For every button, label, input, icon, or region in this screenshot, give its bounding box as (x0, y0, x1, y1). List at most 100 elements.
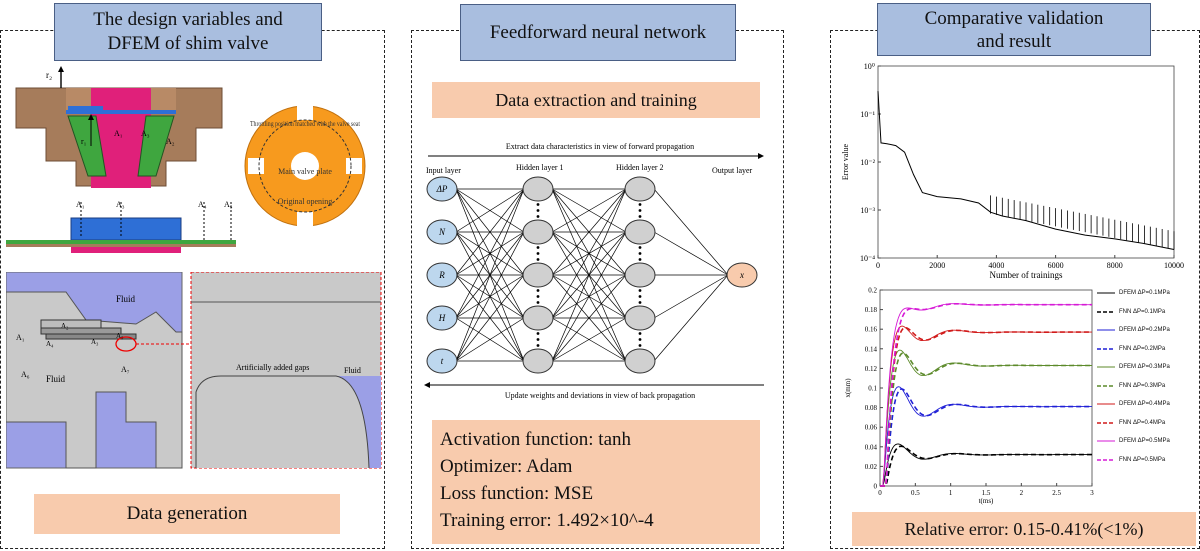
fem-label-a6: A₆ (21, 370, 30, 379)
input-node (426, 348, 458, 374)
fem-label-fluid-left: Fluid (46, 374, 66, 384)
panel1-title: The design variables and DFEM of shim va… (54, 3, 322, 61)
nn-edge (653, 231, 729, 276)
panel3-title-line2: and result (976, 30, 1052, 52)
response-series-line (880, 326, 1092, 487)
hidden1-node (522, 219, 554, 245)
ellipsis-dot (536, 246, 540, 249)
hidden1-node (522, 262, 554, 288)
panel2-title: Feedforward neural network (460, 4, 736, 61)
response-y-tick-label: 0.16 (865, 326, 878, 334)
data-generation-text: Data generation (126, 503, 248, 524)
info-training-error: Training error: 1.492×10^-4 (440, 510, 654, 531)
panel3-title-line1: Comparative validation (924, 7, 1104, 29)
hidden1-node (522, 176, 554, 202)
legend-swatch (1097, 310, 1115, 313)
ellipsis-dot (638, 332, 642, 335)
forward-caption: Extract data characteristics in view of … (506, 142, 694, 151)
response-x-tick-label: 0.5 (911, 489, 920, 497)
error-x-tick-label: 2000 (929, 261, 945, 270)
legend-label: FNN ΔP=0.2MPa (1119, 345, 1166, 352)
ellipsis-dot (638, 252, 642, 255)
response-y-tick-label: 0.06 (865, 424, 878, 432)
ellipsis-dot (536, 295, 540, 298)
response-x-tick-label: 1.5 (982, 489, 991, 497)
nn-edge (551, 317, 627, 362)
nn-edge (455, 274, 525, 362)
legend-swatch (1097, 421, 1115, 424)
ellipsis-dot (536, 215, 540, 218)
ellipsis-dot (638, 215, 642, 218)
legend-entry: FNN ΔP=0.4MPa (1096, 420, 1165, 426)
nn-edge (551, 274, 627, 362)
label-a1: A₁ (114, 129, 123, 138)
legend-label: DFEM ΔP=0.3MPa (1119, 364, 1170, 370)
label-a3: A₃ (141, 129, 150, 138)
ellipsis-dot (638, 301, 642, 304)
legend-swatch (1097, 329, 1115, 331)
error-x-tick-label: 6000 (1048, 261, 1064, 270)
legend-swatch (1097, 347, 1115, 350)
legend-swatch (1097, 292, 1115, 294)
response-y-tick-label: 0.18 (865, 306, 878, 314)
ellipsis-dot (536, 301, 540, 304)
ellipsis-dot (536, 332, 540, 335)
panel1-data-generation-label: Data generation (34, 494, 340, 534)
legend-entry: FNN ΔP=0.1MPa (1096, 309, 1165, 315)
relative-error-text: Relative error: 0.15-0.41%(<1%) (904, 519, 1144, 539)
input-node (426, 262, 458, 288)
fem-label-a2: A₂ (61, 322, 69, 330)
error-y-tick-label: 10⁻² (860, 158, 875, 167)
response-plot-area (879, 289, 1093, 487)
ellipsis-dot (536, 203, 540, 206)
response-y-tick-label: 0 (874, 483, 878, 491)
fem-label-fluid-top: Fluid (116, 294, 136, 304)
legend-entry: FNN ΔP=0.3MPa (1096, 383, 1165, 389)
error-series-line (877, 91, 1175, 250)
nn-edge (653, 274, 729, 362)
input-node (426, 176, 458, 202)
fem-label-a7: A₇ (121, 365, 130, 374)
response-x-tick-label: 2.5 (1052, 489, 1061, 497)
legend-label: DFEM ΔP=0.4MPa (1119, 401, 1170, 407)
error-y-tick-label: 10⁻³ (860, 206, 875, 215)
legend-label: FNN ΔP=0.1MPa (1119, 308, 1166, 315)
label-r1: r₁ (81, 137, 87, 146)
ellipsis-dot (536, 289, 540, 292)
input-node-label: t (441, 356, 444, 366)
valve-plate-diagram: Throttling position matched with the val… (244, 102, 366, 230)
ellipsis-dot (638, 338, 642, 341)
hidden1-node (522, 348, 554, 374)
ellipsis-dot (536, 258, 540, 261)
info-activation: Activation function: tanh (440, 429, 632, 450)
stack-label-a5: A₅ (224, 200, 233, 209)
ellipsis-dot (638, 344, 642, 347)
back-caption: Update weights and deviations in view of… (505, 391, 695, 400)
fem-label-gaps: Artificially added gaps (236, 363, 309, 372)
error-x-tick-label: 4000 (988, 261, 1004, 270)
stack-label-a4: A₄ (198, 200, 207, 209)
panel3-relative-error: Relative error: 0.15-0.41%(<1%) (852, 512, 1196, 546)
subtitle-text: Data extraction and training (495, 90, 697, 110)
nn-edge (551, 188, 627, 319)
error-y-tick-label: 10⁻⁴ (860, 254, 875, 263)
legend-entry: DFEM ΔP=0.4MPa (1096, 401, 1170, 407)
fem-label-a3: A₃ (91, 338, 99, 346)
nn-edge (653, 274, 729, 319)
error-y-tick-label: 10⁰ (864, 62, 875, 71)
fem-model-diagram: Fluid Fluid A₁ A₂ A₃ A₄ A₅ A₆ A₇ Artific… (6, 272, 382, 469)
ellipsis-dot (536, 209, 540, 212)
hidden2-node (624, 262, 656, 288)
stack-label-a1: A₁ (76, 200, 85, 209)
fem-label-a1: A₁ (16, 333, 25, 342)
response-y-tick-label: 0.12 (865, 365, 878, 373)
legend-swatch (1097, 384, 1115, 387)
error-y-axis-label: Error value (841, 143, 850, 180)
input-node (426, 305, 458, 331)
legend-label: FNN ΔP=0.5MPa (1119, 456, 1166, 463)
legend-label: DFEM ΔP=0.5MPa (1119, 438, 1170, 444)
nn-edge (551, 188, 627, 276)
legend-entry: DFEM ΔP=0.2MPa (1096, 327, 1170, 333)
output-node-label: x (739, 270, 744, 280)
